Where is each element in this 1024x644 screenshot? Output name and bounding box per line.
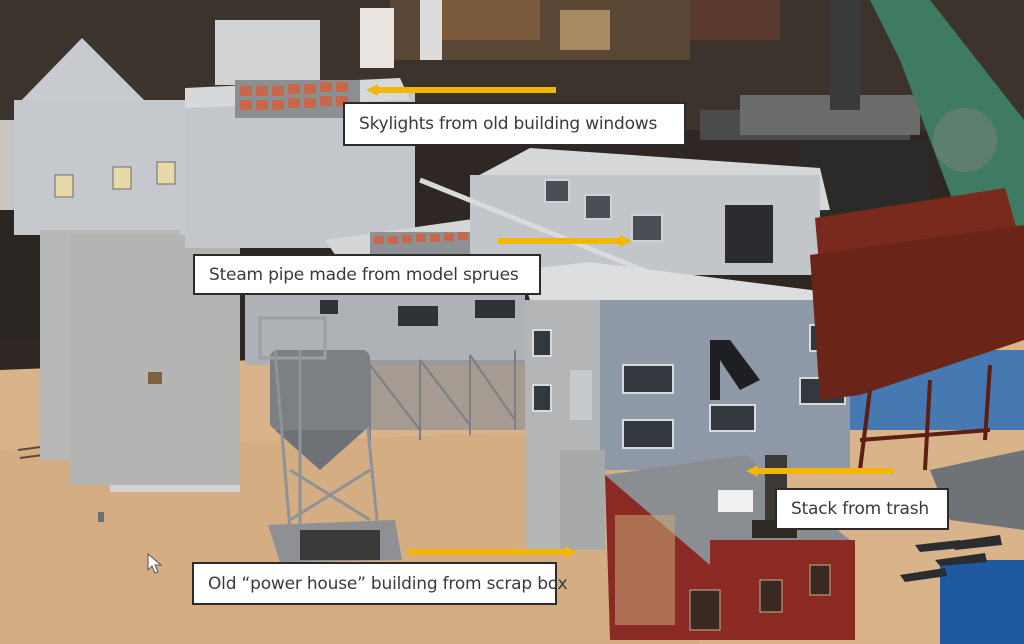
callout-power-house: Old “power house” building from scrap bo…	[192, 562, 568, 605]
callout-skylights: Skylights from old building windows	[343, 102, 686, 146]
arrow-right-icon	[498, 235, 632, 247]
callout-stack-text: Stack from trash	[791, 499, 929, 519]
arrow-right-icon	[407, 546, 577, 558]
callout-power-house-text: Old “power house” building from scrap bo…	[208, 573, 568, 594]
callout-steam-pipe: Steam pipe made from model sprues	[193, 254, 541, 295]
callout-skylights-text: Skylights from old building windows	[359, 114, 658, 134]
callout-steam-pipe-text: Steam pipe made from model sprues	[209, 264, 519, 285]
callout-stack: Stack from trash	[775, 488, 949, 530]
mouse-cursor-icon	[147, 553, 163, 574]
arrow-left-icon	[366, 84, 556, 96]
arrow-left-icon	[746, 465, 894, 477]
